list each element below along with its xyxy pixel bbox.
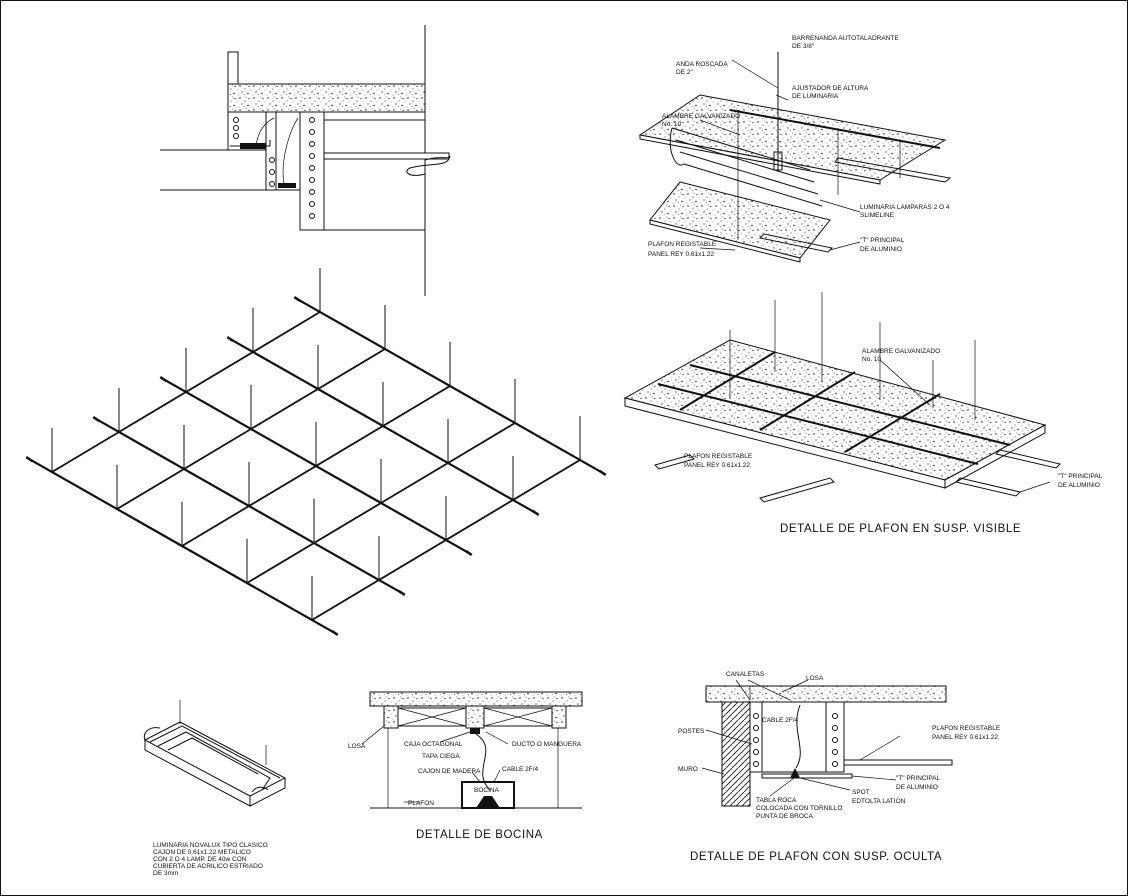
bocina-label-cable: CABLE 2F/4 bbox=[502, 766, 539, 773]
hidden-label-tabla-fixing: COLOCADA CON TORNILLO bbox=[756, 805, 842, 812]
bocina-label-ducto: DUCTO O MANGUERA bbox=[512, 741, 582, 748]
luminaire-note-1: LUMINARIA NOVALUX TIPO CLASICO bbox=[153, 842, 268, 849]
section-detail-top-left bbox=[160, 25, 451, 296]
label-tee-material: DE ALUMINIO bbox=[860, 246, 902, 253]
luminaire-note-3: CON 2 O 4 LAMP. DE 40w CON bbox=[153, 856, 247, 863]
label-tile-size: PANEL REY 0.61x1.22 bbox=[648, 251, 714, 258]
grid-tee-end bbox=[25, 456, 33, 463]
bocina-label-tapa: TAPA CIEGA bbox=[422, 753, 460, 760]
hidden-label-tabla-screw: PUNTA DE BROCA bbox=[756, 813, 814, 820]
hidden-label-canaletas: CANALETAS bbox=[726, 671, 765, 678]
visible-label-tile-size: PANEL REY 0.61x1.22 bbox=[684, 462, 750, 469]
label-rod-size: DE 3/8" bbox=[792, 43, 815, 50]
visible-label-wire-size: No. 10 bbox=[862, 356, 882, 363]
label-tile: PLAFON REGISTABLE bbox=[648, 241, 717, 248]
luminaire-note-5: DE 3mm bbox=[153, 870, 178, 877]
label-tee: "T" PRINCIPAL bbox=[860, 237, 905, 244]
luminaire-note-4: CUBIERTA DE ACRILICO ESTRIADO bbox=[153, 863, 263, 870]
label-anchor-size: DE 2" bbox=[676, 69, 693, 76]
grid-tee-end bbox=[159, 376, 167, 383]
bocina-label-caja: CAJA OCTAGONAL bbox=[404, 741, 463, 748]
hidden-label-spot: SPOT bbox=[852, 789, 870, 796]
hidden-suspension-detail: CANALETAS LOSA POSTES CABLE 2F/4 PLAFON … bbox=[678, 671, 1001, 863]
bocina-label-bocina: BOCINA bbox=[474, 787, 500, 794]
suspension-section-top-right: BARRENANDA AUTOTALADRANTE DE 3/8" ANDA R… bbox=[638, 35, 952, 263]
label-anchor: ANDA ROSCADA bbox=[676, 61, 728, 68]
hidden-label-losa: LOSA bbox=[806, 675, 824, 682]
bocina-detail: LOSA CAJA OCTAGONAL TAPA CIEGA DUCTO O M… bbox=[348, 691, 583, 841]
luminaire-detail: LUMINARIA NOVALUX TIPO CLASICO CAJON DE … bbox=[143, 700, 287, 877]
hidden-label-tee-material: DE ALUMINIO bbox=[896, 784, 938, 791]
grid-tee-end bbox=[532, 509, 540, 516]
label-adjuster: AJUSTADOR DE ALTURA bbox=[792, 85, 869, 92]
hidden-label-muro: MURO bbox=[678, 766, 698, 773]
label-rod: BARRENANDA AUTOTALADRANTE bbox=[792, 35, 899, 42]
bocina-label-losa: LOSA bbox=[348, 743, 366, 750]
title-bocina: DETALLE DE BOCINA bbox=[416, 829, 543, 841]
bocina-label-plafon: PLAFON bbox=[408, 800, 434, 807]
grid-tee-end bbox=[465, 549, 473, 556]
visible-label-wire: ALAMBRE GALVANIZADO bbox=[862, 348, 940, 355]
hidden-label-spot-sub: EDTOLTA LATION bbox=[852, 798, 906, 805]
visible-label-tile: PLAFON REGISTABLE bbox=[684, 453, 753, 460]
title-hidden: DETALLE DE PLAFON CON SUSP. OCULTA bbox=[690, 851, 942, 863]
grid-tee-end bbox=[599, 469, 607, 476]
hidden-label-tee: "T" PRINCIPAL bbox=[896, 775, 941, 782]
label-adjuster-sub: DE LUMINARIA bbox=[792, 93, 839, 100]
grid-tee-end bbox=[92, 416, 100, 423]
visible-label-tee: "T" PRINCIPAL bbox=[1058, 473, 1103, 480]
visible-label-tee-material: DE ALUMINIO bbox=[1058, 482, 1100, 489]
hidden-label-cable: CABLE 2F/4 bbox=[762, 717, 799, 724]
hidden-label-postes: POSTES bbox=[678, 728, 705, 735]
isometric-ceiling-grid bbox=[25, 268, 607, 636]
hidden-label-tile: PLAFON REGISTABLE bbox=[932, 725, 1001, 732]
grid-tee-end bbox=[293, 296, 301, 303]
label-wire: ALAMBRE GALVANIZADO bbox=[662, 113, 740, 120]
grid-tee-end bbox=[398, 589, 406, 596]
grid-tee-end bbox=[226, 336, 234, 343]
label-luminaire: LUMINARIA LAMPARAS 2 O 4 bbox=[860, 204, 950, 211]
label-wire-size: No. 10 bbox=[662, 121, 682, 128]
label-luminaire-type: SLIMELINE bbox=[860, 212, 895, 219]
title-visible: DETALLE DE PLAFON EN SUSP. VISIBLE bbox=[780, 523, 1021, 535]
visible-suspension-detail: ALAMBRE GALVANIZADO No. 10 PLAFON REGIST… bbox=[623, 292, 1103, 535]
hidden-label-tile-size: PANEL REY 0.61x1.22 bbox=[932, 734, 998, 741]
hidden-label-tabla: TABLA ROCA bbox=[756, 797, 797, 804]
bocina-label-cajon: CAJON DE MADERA bbox=[418, 768, 481, 775]
luminaire-note-2: CAJON DE 0.61x1.22 METALICO bbox=[153, 849, 251, 856]
grid-tee-end bbox=[331, 629, 339, 636]
